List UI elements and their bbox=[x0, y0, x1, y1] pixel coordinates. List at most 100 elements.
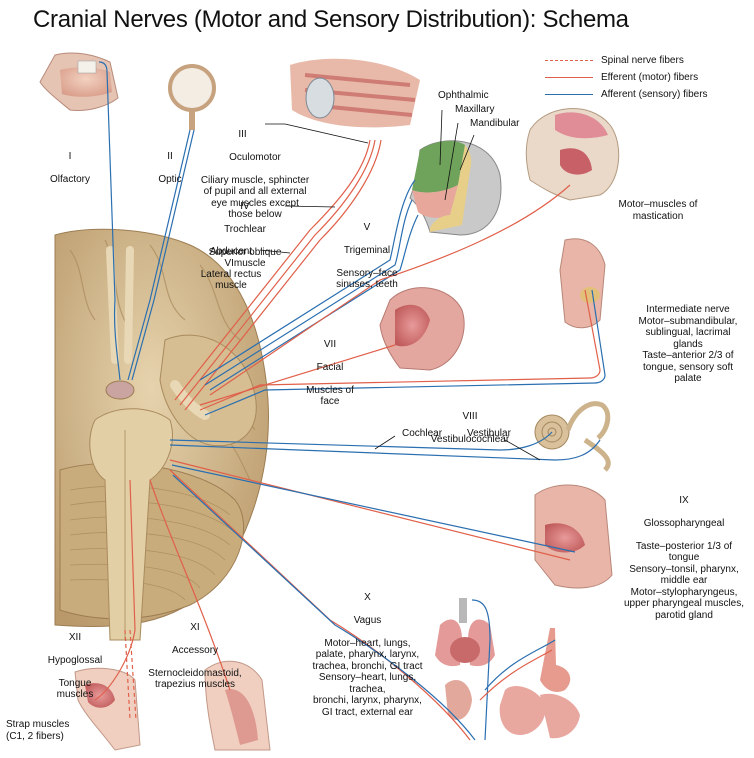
vagus-motor-fiber bbox=[169, 469, 471, 741]
abducent-nerve-fiber bbox=[184, 139, 382, 411]
legend-label: Spinal nerve fibers bbox=[601, 55, 684, 66]
nerve-description: Tongue muscles bbox=[56, 677, 94, 701]
oculomotor-nerve-fiber bbox=[174, 139, 371, 401]
nerve-name: Vagus bbox=[353, 614, 382, 626]
abducent-label: Abducent Lateral rectus muscle bbox=[196, 234, 266, 303]
accessory-nerve-fiber bbox=[149, 479, 231, 691]
nerve-numeral: IX bbox=[679, 494, 689, 506]
mandibular-branch-label: Mandibular bbox=[470, 118, 520, 129]
nasal-cavity-illustration bbox=[39, 52, 119, 111]
vagus-organ-fiber bbox=[471, 599, 556, 741]
orbit-muscles-illustration bbox=[290, 58, 420, 128]
facial-motor-fiber bbox=[199, 344, 396, 406]
nerve-description: Motor–heart, lungs, palate, pharynx, lar… bbox=[312, 637, 423, 718]
nerve-numeral: III bbox=[238, 128, 247, 140]
spinal-nerve-fiber bbox=[124, 629, 131, 721]
legend: Spinal nerve fibers Efferent (motor) fib… bbox=[545, 52, 708, 103]
trigeminal-motor-fiber bbox=[209, 184, 571, 396]
skull-mastication-illustration bbox=[525, 108, 620, 201]
nerve-fibers bbox=[94, 61, 606, 741]
spinal-nerve-fiber bbox=[129, 629, 137, 721]
eyeball-illustration bbox=[168, 64, 216, 130]
intermediate-nerve-sensory-fiber bbox=[204, 289, 606, 416]
nerve-description: Ciliary muscle, sphincter of pupil and a… bbox=[200, 174, 310, 221]
pharynx-section-illustration bbox=[534, 484, 613, 589]
thoracic-abdominal-organs-illustration bbox=[435, 598, 580, 739]
ophthalmic-branch-label: Ophthalmic bbox=[438, 90, 489, 101]
nerve-numeral: XI bbox=[190, 621, 200, 633]
legend-label: Efferent (motor) fibers bbox=[601, 72, 699, 83]
intermediate-nerve-label: Intermediate nerve Motor–submandibular, … bbox=[638, 304, 738, 384]
facial-muscles-illustration bbox=[379, 287, 465, 371]
brain-inferior-view bbox=[54, 228, 269, 641]
glossopharyngeal-sensory-fiber bbox=[171, 464, 576, 553]
intermediate-nerve-motor-fiber bbox=[199, 289, 601, 411]
trigeminal-head-illustration bbox=[409, 140, 502, 236]
nerve-name: Olfactory bbox=[49, 173, 90, 185]
glossopharyngeal-label: IX Glossopharyngeal Taste–posterior 1/3 … bbox=[614, 483, 754, 633]
nerve-numeral: II bbox=[167, 150, 173, 162]
legend-item-spinal: Spinal nerve fibers bbox=[545, 52, 708, 69]
trigeminal-sensory-fiber bbox=[209, 214, 419, 391]
nerve-name: Trochlear bbox=[224, 223, 266, 235]
nerve-description: Taste–posterior 1/3 of tongue Sensory–to… bbox=[623, 540, 745, 621]
strap-muscles-label: Strap muscles (C1, 2 fibers) bbox=[6, 719, 70, 742]
vestibulocochlear-label: VIII Vestibulocochlear bbox=[415, 399, 525, 457]
nerve-description: Lateral rectus muscle bbox=[200, 268, 262, 292]
legend-item-efferent: Efferent (motor) fibers bbox=[545, 69, 708, 86]
trigeminal-sensory-fiber bbox=[199, 179, 416, 381]
trigeminal-label: V Trigeminal Sensory–face sinuses, teeth bbox=[327, 210, 407, 302]
nerve-description: Sensory–face sinuses, teeth bbox=[336, 267, 398, 291]
vagus-organ-fiber bbox=[479, 649, 553, 701]
vestibular-nerve-fiber bbox=[169, 439, 601, 461]
trochlear-label: IV Trochlear Superior oblique VImuscle bbox=[205, 189, 285, 281]
nerve-name: Facial bbox=[316, 361, 344, 373]
nerve-numeral: VII bbox=[323, 338, 337, 350]
nerve-numeral: V bbox=[363, 221, 371, 233]
maxillary-branch-label: Maxillary bbox=[455, 104, 495, 115]
olfactory-label: I Olfactory bbox=[40, 139, 100, 197]
oculomotor-label: III Oculomotor Ciliary muscle, sphincter… bbox=[200, 117, 310, 232]
hypoglossal-label: XII Hypoglossal Tongue muscles bbox=[40, 620, 110, 712]
glossopharyngeal-motor-fiber bbox=[169, 459, 571, 561]
optic-label: II Optic bbox=[150, 139, 190, 197]
vestibular-branch-label: Vestibular bbox=[467, 428, 511, 439]
nerve-description: Muscles of face bbox=[306, 384, 354, 408]
neck-accessory-illustration bbox=[204, 660, 271, 751]
nerve-description: Superior oblique VImuscle bbox=[208, 246, 282, 270]
accessory-label: XI Accessory Sternocleidomastoid, trapez… bbox=[145, 610, 245, 702]
optic-nerve-fiber bbox=[127, 129, 191, 381]
nerve-name: Oculomotor bbox=[229, 151, 281, 163]
nerve-name: Trigeminal bbox=[343, 244, 391, 256]
nerve-description: Sternocleidomastoid, trapezius muscles bbox=[148, 667, 242, 691]
legend-label: Afferent (sensory) fibers bbox=[601, 89, 708, 100]
olfactory-nerve-fiber bbox=[98, 61, 121, 381]
nerve-name: Hypoglossal bbox=[47, 654, 103, 666]
vagus-label: X Vagus Motor–heart, lungs, palate, phar… bbox=[300, 580, 435, 730]
leader-lines bbox=[259, 109, 541, 461]
solid-blue-line-swatch bbox=[545, 94, 593, 95]
trochlear-nerve-fiber bbox=[179, 139, 376, 406]
cochlear-branch-label: Cochlear bbox=[402, 428, 443, 439]
mastication-label: Motor–muscles of mastication bbox=[618, 199, 698, 222]
diagram-title: Cranial Nerves (Motor and Sensory Distri… bbox=[33, 6, 629, 33]
facial-label: VII Facial Muscles of face bbox=[300, 327, 360, 419]
solid-red-line-swatch bbox=[545, 77, 593, 78]
hypoglossal-nerve-fiber bbox=[94, 479, 136, 701]
cochlear-nerve-fiber bbox=[169, 431, 553, 451]
nerve-numeral: I bbox=[68, 150, 72, 162]
nerve-numeral: IV bbox=[240, 200, 250, 212]
nerve-name: Optic bbox=[158, 173, 182, 185]
oral-section-illustration bbox=[559, 238, 606, 329]
vagus-sensory-fiber bbox=[172, 474, 476, 741]
nerve-numeral: XII bbox=[68, 631, 82, 643]
nerve-numeral: X bbox=[364, 591, 371, 603]
nerve-numeral: VIII bbox=[462, 410, 478, 422]
legend-item-afferent: Afferent (sensory) fibers bbox=[545, 86, 708, 103]
nerve-name: Accessory bbox=[171, 644, 219, 656]
optic-nerve-fiber bbox=[131, 129, 195, 381]
dashed-line-swatch bbox=[545, 60, 593, 61]
nerve-name: Glossopharyngeal bbox=[643, 517, 725, 529]
nerve-name: Vestibulocochlear bbox=[430, 433, 510, 445]
